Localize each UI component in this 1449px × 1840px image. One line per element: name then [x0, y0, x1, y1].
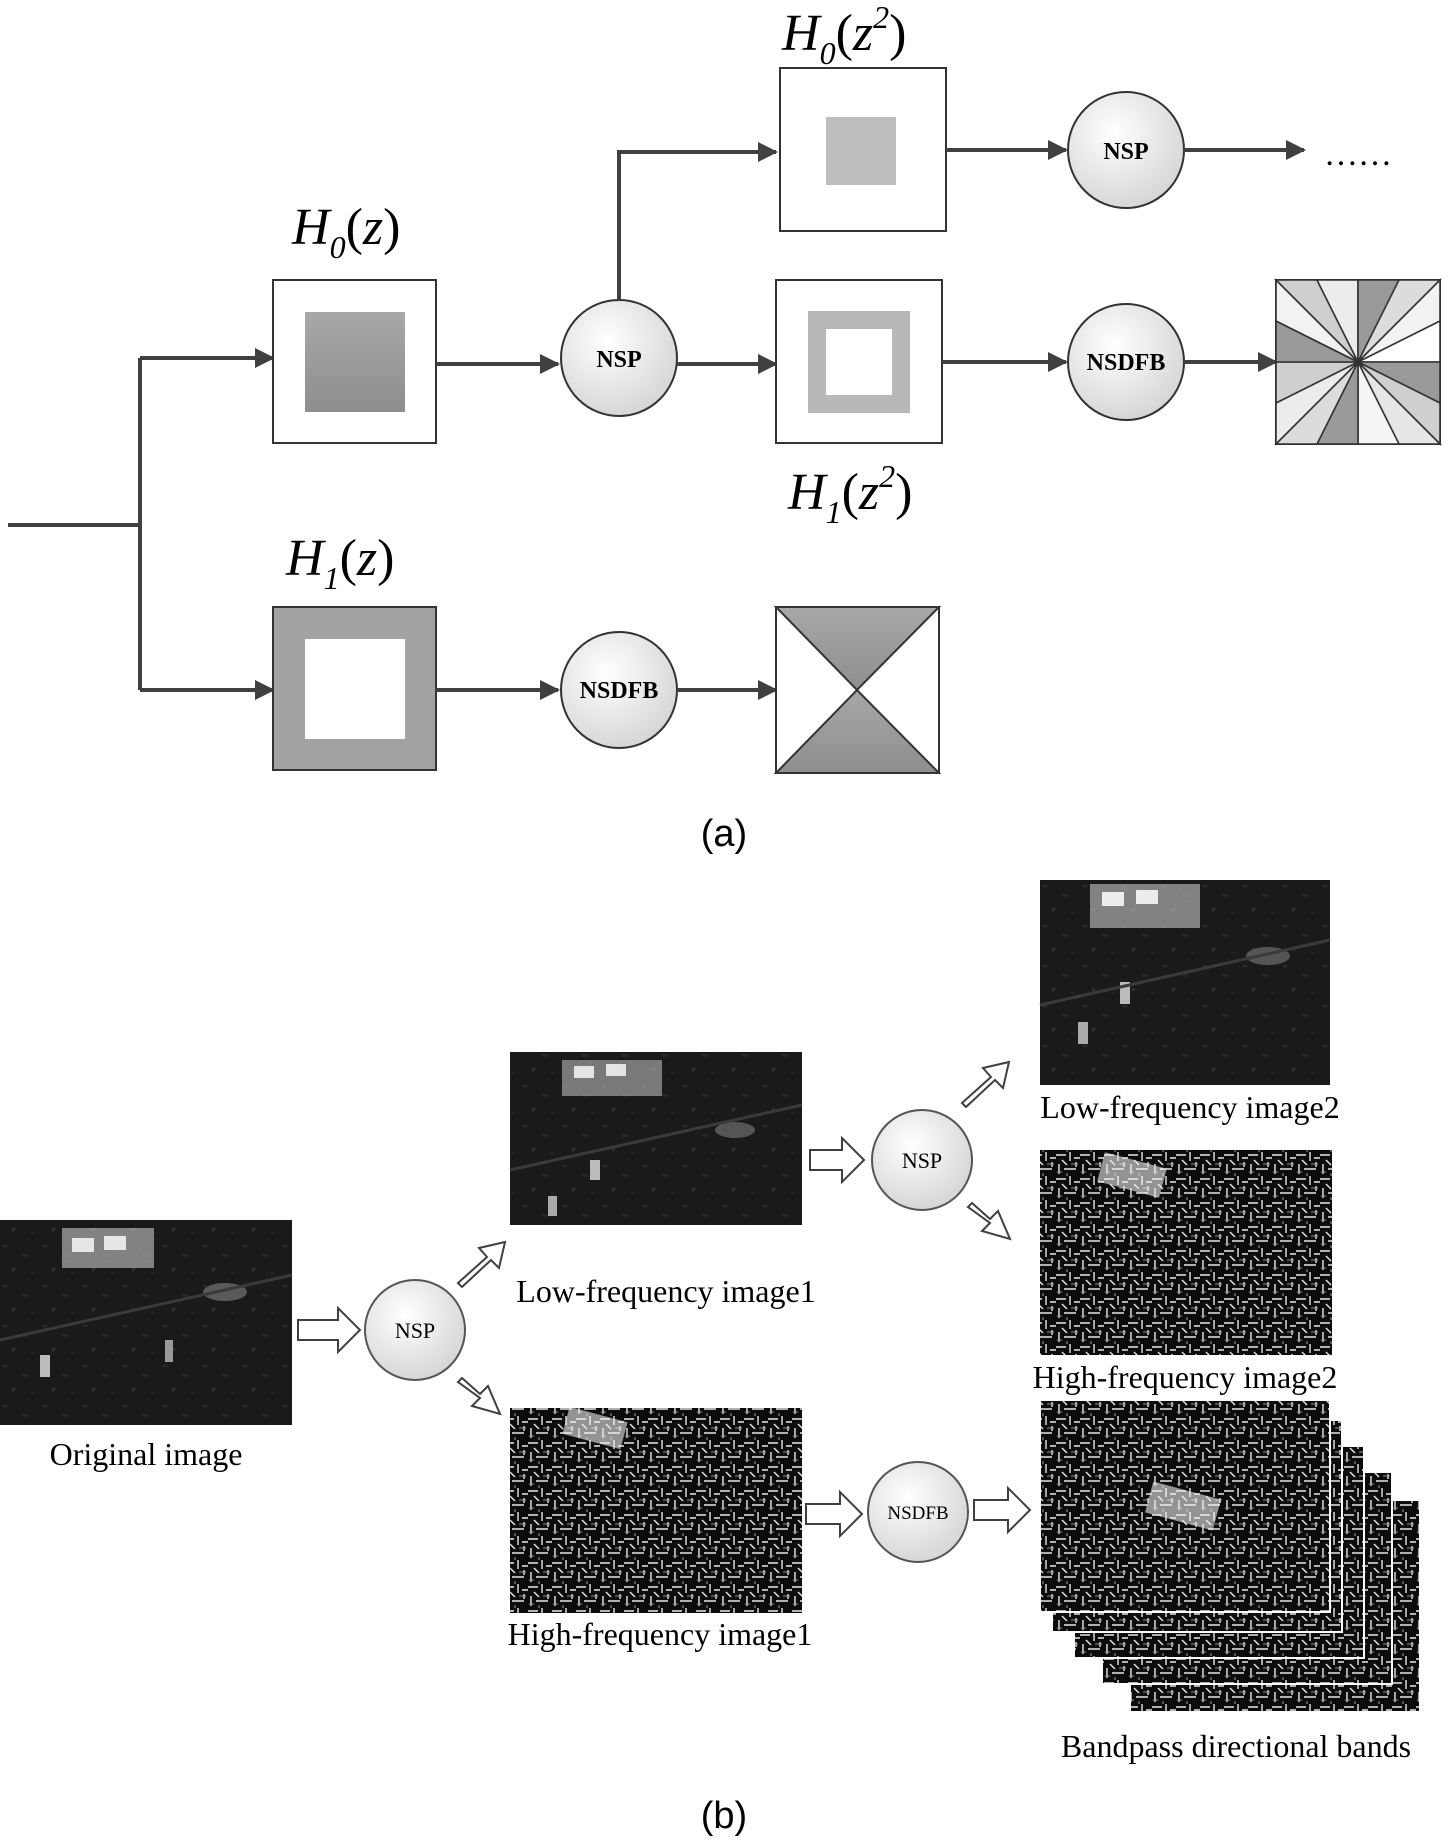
- original-image: [0, 1220, 293, 1425]
- arrow-nsp1-to-h0z2: [617, 142, 778, 300]
- h0z2-filter-box: [779, 67, 947, 232]
- two-direction-band-box: [773, 606, 942, 774]
- hollow-arrow-nsp-to-low1: [456, 1240, 507, 1289]
- h1z2-label: H1(z2): [787, 458, 912, 530]
- nsp-node-2-label: NSP: [1103, 139, 1148, 165]
- panel-b: Original image NSP Low-frequency image1 …: [0, 880, 1421, 1837]
- h0z2-label: H0(z2): [781, 0, 906, 71]
- high-frequency-image1-label: High-frequency image1: [508, 1616, 813, 1652]
- panel-a-caption: (a): [701, 813, 747, 855]
- high-frequency-image1: [510, 1406, 802, 1613]
- h0z-filter-box: [272, 279, 437, 444]
- low-frequency-image1-label: Low-frequency image1: [516, 1273, 815, 1309]
- high-frequency-image2: [1040, 1150, 1332, 1355]
- b-nsp-node-1: [364, 1279, 466, 1381]
- hollow-arrow-nsp2-to-high2: [966, 1201, 1012, 1241]
- panel-a: H0(z) H1(z) NSP NSDFB: [8, 0, 1442, 855]
- b-nsp-node-2: [871, 1109, 973, 1211]
- h0z-label: H0(z): [291, 199, 400, 265]
- nsp-node-1-label: NSP: [596, 347, 641, 373]
- low-frequency-image1: [509, 1052, 803, 1225]
- hollow-arrow-high1-to-nsdfb: [805, 1489, 864, 1539]
- hollow-arrow-original-to-nsp: [297, 1305, 362, 1355]
- continuation-ellipsis: ……: [1324, 136, 1392, 173]
- b-nsdfb-node-label: NSDFB: [887, 1503, 948, 1524]
- b-nsp-node-1-label: NSP: [395, 1318, 435, 1343]
- hollow-arrow-nsdfb-to-bands: [973, 1485, 1032, 1535]
- low-frequency-image2-label: Low-frequency image2: [1040, 1089, 1339, 1125]
- original-image-label: Original image: [50, 1436, 243, 1472]
- hollow-arrow-nsp-to-high1: [456, 1376, 502, 1416]
- b-nsdfb-node: [867, 1461, 969, 1563]
- bandpass-directional-bands-label: Bandpass directional bands: [1061, 1728, 1411, 1764]
- high-frequency-image2-label: High-frequency image2: [1033, 1359, 1338, 1395]
- nsdfb-node-1-label: NSDFB: [580, 678, 659, 704]
- multi-direction-band-box: [1274, 278, 1442, 446]
- nsdfb-node-2-label: NSDFB: [1087, 350, 1166, 376]
- bandpass-directional-bands-stack: [1039, 1399, 1421, 1713]
- hollow-arrow-nsp2-to-low2: [960, 1060, 1011, 1109]
- h1z-label: H1(z): [285, 530, 394, 596]
- b-nsp-node-2-label: NSP: [902, 1148, 942, 1173]
- h1z2-filter-box: [775, 279, 943, 444]
- hollow-arrow-low1-to-nsp: [809, 1135, 866, 1185]
- panel-b-caption: (b): [701, 1795, 747, 1837]
- h1z-filter-box: [272, 606, 437, 771]
- low-frequency-image2: [1039, 880, 1331, 1085]
